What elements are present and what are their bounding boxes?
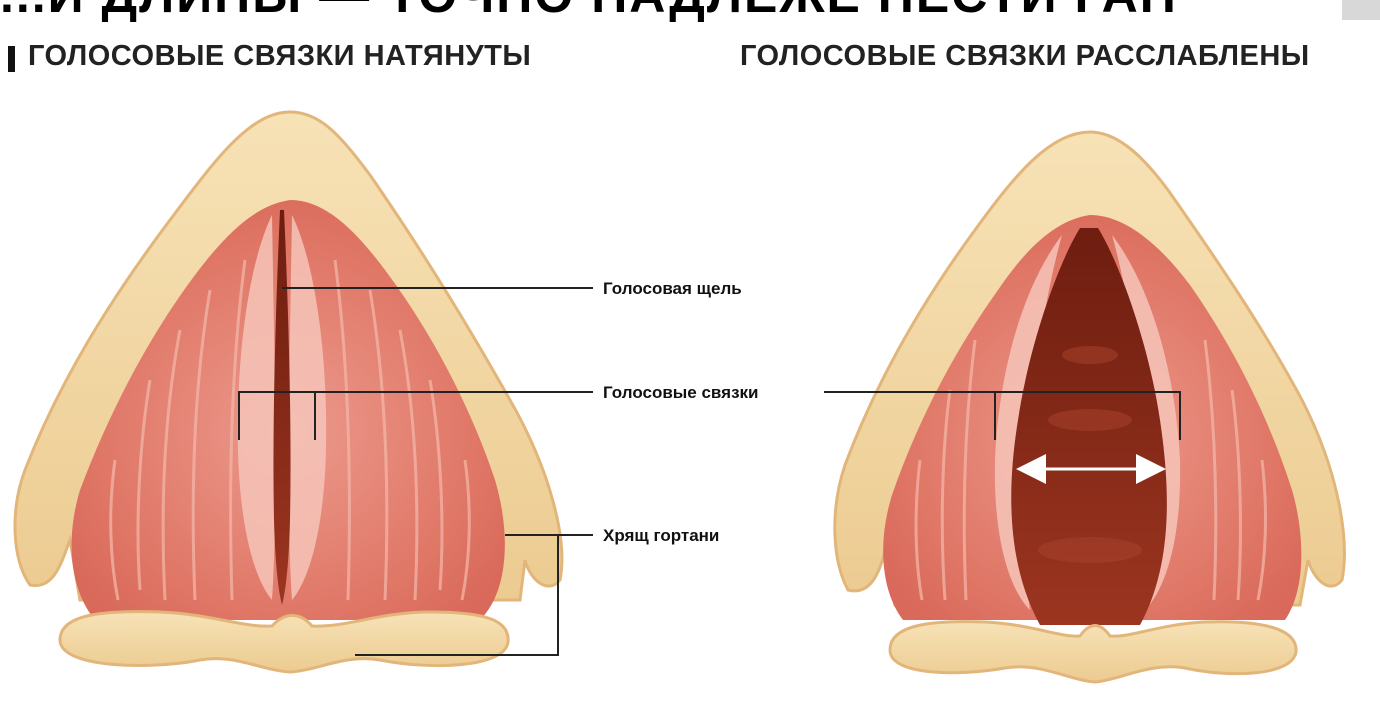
vocal-cords-label: Голосовые связки bbox=[603, 383, 758, 402]
left-cartilage-bottom bbox=[60, 612, 508, 672]
right-larynx-illustration bbox=[835, 132, 1345, 682]
right-cartilage-bottom bbox=[890, 622, 1296, 682]
cartilage-label: Хрящ гортани bbox=[603, 526, 719, 545]
glottis-label: Голосовая щель bbox=[603, 279, 742, 298]
